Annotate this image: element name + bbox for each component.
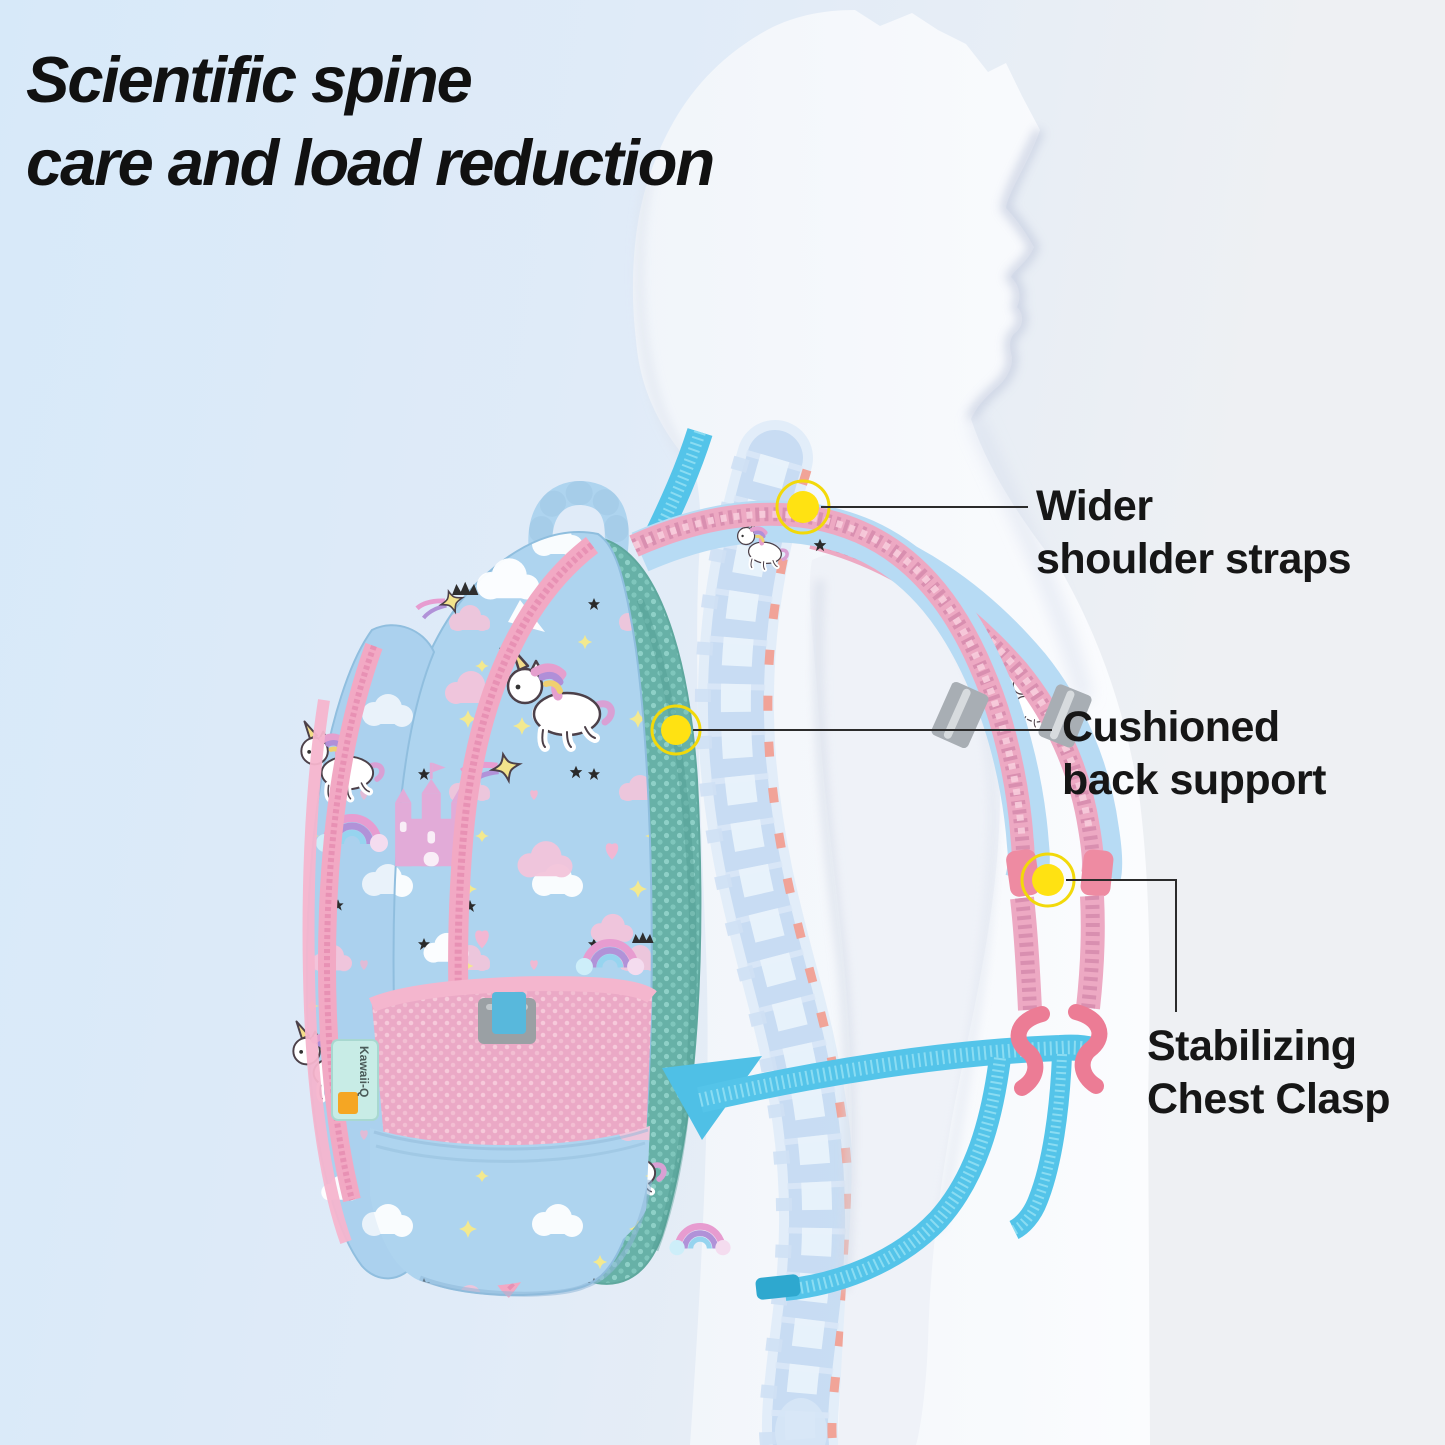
bottom-band: [370, 1126, 650, 1287]
chest-clasp: [1010, 1004, 1108, 1096]
child-arm: [809, 551, 1000, 1445]
annotation-line: Cushioned: [1062, 703, 1280, 751]
annotation-chest-clasp: Stabilizing Chest Clasp: [1147, 1020, 1391, 1126]
title-line-2: care and load reduction: [26, 126, 715, 199]
feature-markers: [650, 479, 1177, 1012]
annotation-line: Wider: [1036, 482, 1153, 530]
annotation-line: back support: [1062, 756, 1327, 804]
page-title: Scientific spine care and load reduction: [26, 38, 1006, 204]
vertebrae: [720, 453, 833, 1445]
marker-chest-clasp: [1020, 852, 1177, 1012]
brand-tag-label: Kawaii-Q: [357, 1046, 371, 1097]
marker-dot: [1032, 864, 1064, 896]
sacrum: [775, 1398, 827, 1445]
marker-shoulder-straps: [775, 479, 1028, 535]
strap-tab-right: [1080, 849, 1114, 897]
shoulder-straps: [629, 500, 1123, 1011]
spine-illustration: [694, 420, 856, 1445]
marker-dot: [787, 491, 819, 523]
webbing-tab: [492, 992, 526, 1034]
waist-webbing: [697, 1034, 1096, 1113]
face-profile-shading: [966, 127, 1045, 422]
marker-dot: [661, 715, 691, 745]
brand-tag: Kawaii-Q: [331, 1039, 379, 1121]
title-line-1: Scientific spine: [26, 43, 473, 116]
annotation-shoulder-straps: Wider shoulder straps: [1036, 480, 1352, 586]
annotation-line: Stabilizing: [1147, 1022, 1357, 1070]
webbing-and-clasp: [662, 1004, 1108, 1301]
annotation-line: Chest Clasp: [1147, 1075, 1391, 1123]
annotation-back-support: Cushioned back support: [1062, 701, 1327, 807]
marker-back-support: [650, 704, 1052, 756]
front-mesh-pocket: [369, 976, 657, 1162]
annotation-line: shoulder straps: [1036, 535, 1352, 583]
carry-handle: [528, 481, 629, 572]
neck-chest-shading: [968, 417, 1092, 702]
pocket-edge-piping: [302, 699, 352, 1245]
leader-line-chest: [1066, 879, 1177, 1012]
zipper-front-pocket: [318, 642, 383, 1203]
